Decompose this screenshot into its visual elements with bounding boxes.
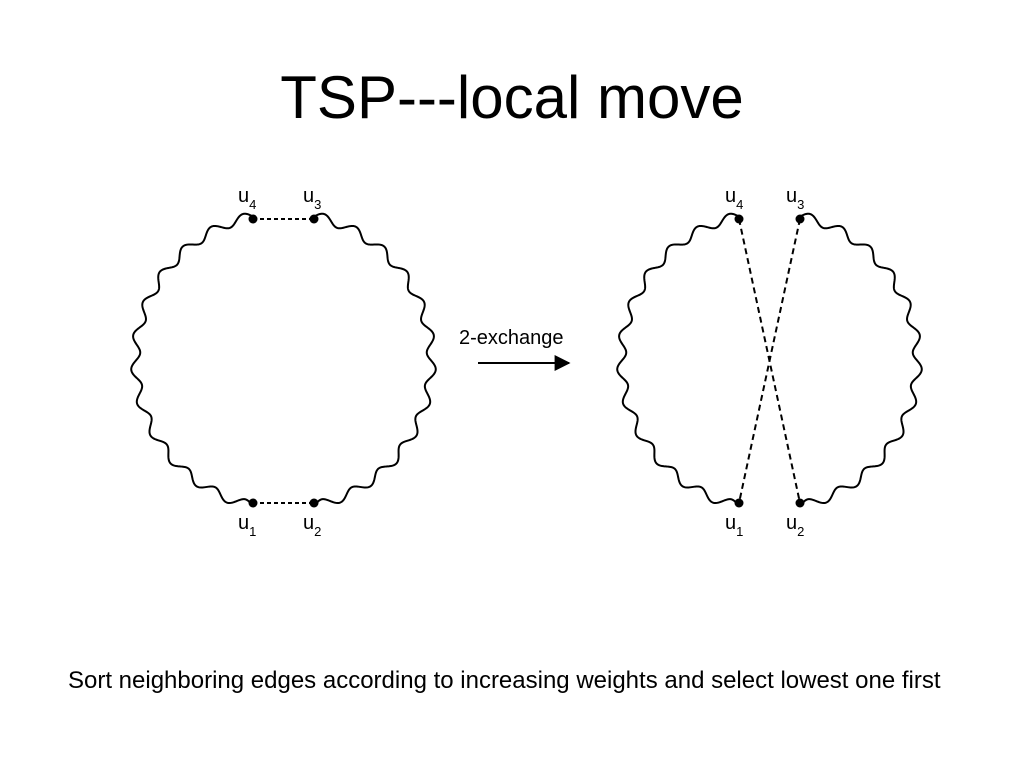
exchange-arrow: 2-exchange — [459, 327, 571, 371]
node-dot-u4 — [248, 214, 258, 224]
node-label-u1: u1 — [238, 512, 256, 539]
wavy-tour-path-right — [799, 212, 923, 507]
node-label-u3: u3 — [303, 185, 321, 212]
edge-u3-u1 — [738, 218, 801, 504]
node-dot-u3 — [309, 214, 319, 224]
node-label-u4: u4 — [725, 185, 743, 212]
node-label-u3: u3 — [786, 185, 804, 212]
node-label-u1: u1 — [725, 512, 743, 539]
node-label-u2: u2 — [786, 512, 804, 539]
node-dot-u4 — [734, 214, 744, 224]
wavy-tour-path — [130, 212, 437, 507]
slide-caption: Sort neighboring edges according to incr… — [68, 667, 941, 694]
node-label-u2: u2 — [303, 512, 321, 539]
node-dot-u2 — [309, 498, 319, 508]
tour-before: u4 u3 u1 u2 — [130, 185, 437, 539]
node-dot-u1 — [248, 498, 258, 508]
node-label-u4: u4 — [238, 185, 256, 212]
node-dot-u1 — [734, 498, 744, 508]
node-dot-u2 — [795, 498, 805, 508]
tour-after: u4 u3 u1 u2 — [616, 185, 923, 539]
slide-title: TSP---local move — [280, 64, 744, 131]
wavy-tour-path-left — [616, 212, 740, 507]
arrow-label: 2-exchange — [459, 327, 564, 349]
node-dot-u3 — [795, 214, 805, 224]
